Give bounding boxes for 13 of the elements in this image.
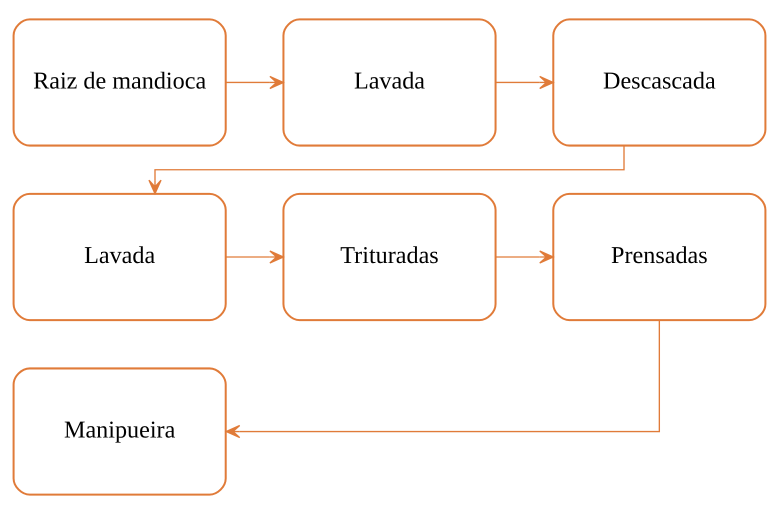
node-box: Manipueira	[12, 367, 227, 496]
node-box: Lavada	[282, 18, 497, 147]
arrow	[496, 76, 554, 90]
arrow	[226, 250, 284, 264]
arrow	[226, 320, 660, 438]
node-box: Trituradas	[282, 192, 497, 322]
arrow	[148, 146, 625, 194]
node-box: Lavada	[12, 192, 227, 322]
arrow	[226, 76, 284, 90]
node-box: Descascada	[552, 18, 766, 147]
node-box: Prensadas	[552, 192, 766, 322]
arrow	[496, 250, 554, 264]
node-box: Raiz de mandioca	[12, 18, 227, 147]
